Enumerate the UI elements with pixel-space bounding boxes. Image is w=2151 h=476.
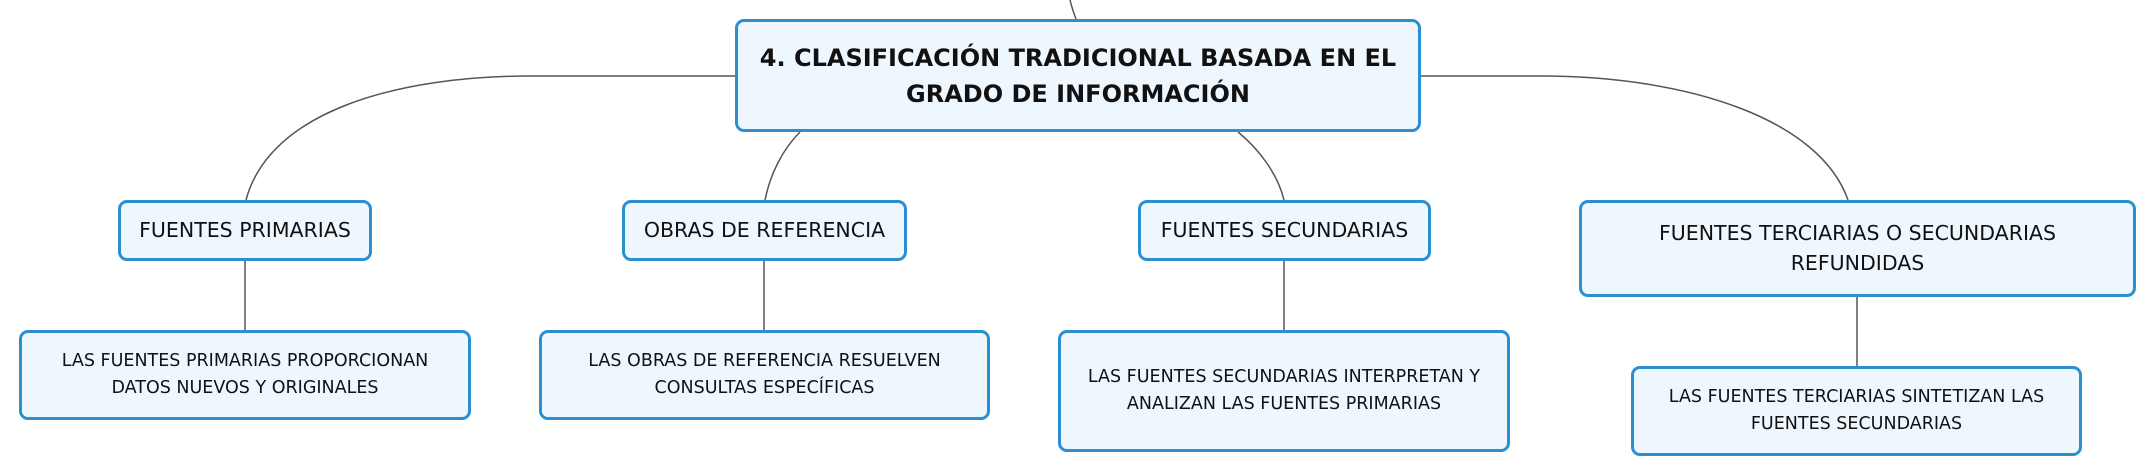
detail-text: LAS FUENTES PRIMARIAS PROPORCIONAN DATOS… <box>61 350 429 398</box>
branch-label: OBRAS DE REFERENCIA <box>643 217 886 242</box>
branch-label: FUENTES SECUNDARIAS <box>1160 217 1409 242</box>
detail-node-fuentes-secundarias[interactable]: LAS FUENTES SECUNDARIAS INTERPRETAN Y AN… <box>1058 330 1510 452</box>
branch-node-fuentes-primarias[interactable]: FUENTES PRIMARIAS <box>118 200 372 261</box>
central-topic-label: 4. CLASIFICACIÓN TRADICIONAL BASADA EN E… <box>759 43 1397 108</box>
connector-parent-topic <box>1069 0 1077 20</box>
branch-node-fuentes-secundarias[interactable]: FUENTES SECUNDARIAS <box>1138 200 1431 261</box>
branch-node-obras-de-referencia[interactable]: OBRAS DE REFERENCIA <box>622 200 907 261</box>
detail-text: LAS FUENTES SECUNDARIAS INTERPRETAN Y AN… <box>1087 366 1481 414</box>
connector-fuentes-primarias <box>245 75 735 201</box>
detail-node-fuentes-terciarias[interactable]: LAS FUENTES TERCIARIAS SINTETIZAN LAS FU… <box>1631 366 2082 456</box>
branch-node-fuentes-terciarias[interactable]: FUENTES TERCIARIAS O SECUNDARIAS REFUNDI… <box>1579 200 2136 297</box>
detail-text: LAS OBRAS DE REFERENCIA RESUELVEN CONSUL… <box>588 350 941 398</box>
branch-label: FUENTES PRIMARIAS <box>139 217 351 242</box>
connector-obras-referencia <box>764 131 801 201</box>
central-topic-node[interactable]: 4. CLASIFICACIÓN TRADICIONAL BASADA EN E… <box>735 19 1421 132</box>
detail-node-obras-de-referencia[interactable]: LAS OBRAS DE REFERENCIA RESUELVEN CONSUL… <box>539 330 990 420</box>
connector-fuentes-terciarias <box>1421 75 1849 201</box>
detail-node-fuentes-primarias[interactable]: LAS FUENTES PRIMARIAS PROPORCIONAN DATOS… <box>19 330 471 420</box>
detail-text: LAS FUENTES TERCIARIAS SINTETIZAN LAS FU… <box>1668 386 2045 434</box>
connector-fuentes-secundarias <box>1237 131 1285 201</box>
branch-label: FUENTES TERCIARIAS O SECUNDARIAS REFUNDI… <box>1658 220 2057 275</box>
